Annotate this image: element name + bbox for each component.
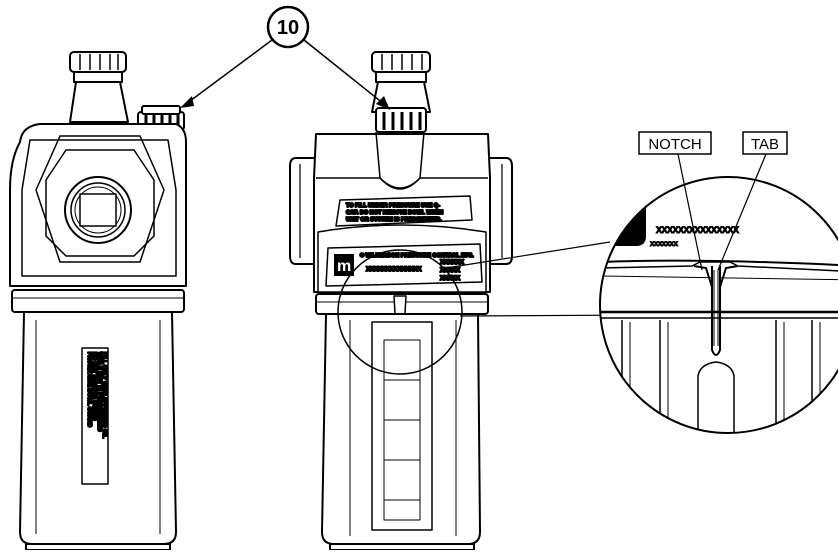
code-short-c: XXXXX	[440, 275, 461, 282]
warning-line2: CAP. DO NOT REMOVE BOWL WHEN	[346, 210, 443, 216]
warning-line3: UNIT OR SYSTEM IS PRESSURIZED.	[346, 217, 442, 223]
bowl-label-line4: FILL ONLY WITH APPROVED OIL	[101, 352, 107, 439]
left-neck	[69, 81, 129, 123]
left-bowl-collar	[11, 289, 185, 313]
brand-logo-icon	[334, 254, 354, 276]
code-short-b: XXXXX	[440, 267, 461, 274]
code-long: XXXXXXXXXXXXXX	[366, 266, 422, 273]
callout-arrow-left-icon	[180, 96, 194, 108]
callout-10: 10	[180, 5, 390, 110]
detail-view: XXXXXXXXXXXXXXX XXXXXXX	[599, 176, 838, 434]
callout-number: 10	[277, 17, 299, 39]
left-adjust-knob	[137, 105, 185, 131]
tab-label-group: TAB	[717, 131, 788, 271]
detail-leader-top	[445, 241, 611, 269]
center-adjust-knob	[375, 107, 427, 133]
tab-leader	[717, 153, 767, 271]
company-line: © WILKERSON PRESSURE CONTROL ETC.	[360, 252, 474, 259]
brand-logo-mark: m	[337, 258, 351, 275]
left-fill-cap	[69, 51, 127, 83]
left-inlet-port	[64, 176, 132, 244]
notch-label: NOTCH	[648, 136, 701, 153]
center-brand-decal: m © WILKERSON PRESSURE CONTROL ETC. XXXX…	[325, 243, 483, 287]
callout-leader-left	[185, 39, 273, 105]
bowl-label-line1: PROTECTIVE BOWL GUARD	[86, 352, 92, 427]
center-right-port	[487, 157, 513, 265]
callout-leader-right	[303, 39, 385, 105]
left-bowl-label: PROTECTIVE BOWL GUARD DO NOT REMOVE GUAR…	[81, 347, 109, 485]
center-warning-decal: TO FILL UNDER PRESSURE USE Q- CAP. DO NO…	[335, 195, 473, 227]
bowl-label-line3: WHILE UNIT IS PRESSURIZED	[96, 352, 102, 431]
code-short-a: XXXXXX	[440, 259, 465, 266]
detail-source-circle	[337, 249, 463, 375]
center-fill-cap	[371, 51, 431, 83]
detail-logo-icon	[600, 200, 646, 246]
bowl-label-line2: DO NOT REMOVE GUARD	[91, 352, 97, 420]
tab-label: TAB	[751, 136, 779, 153]
center-left-port	[289, 157, 317, 265]
warning-line1: TO FILL UNDER PRESSURE USE Q-	[346, 203, 440, 209]
notch-label-group: NOTCH	[638, 131, 712, 271]
notch-leader	[677, 153, 703, 271]
detail-code-long: XXXXXXXXXXXXXXX	[656, 225, 739, 235]
detail-code-short: XXXXXXX	[650, 241, 679, 248]
callout-arrow-right-icon	[376, 96, 390, 110]
center-unit-front-view: TO FILL UNDER PRESSURE USE Q- CAP. DO NO…	[289, 51, 513, 551]
left-unit-side-view: PROTECTIVE BOWL GUARD DO NOT REMOVE GUAR…	[9, 51, 187, 551]
